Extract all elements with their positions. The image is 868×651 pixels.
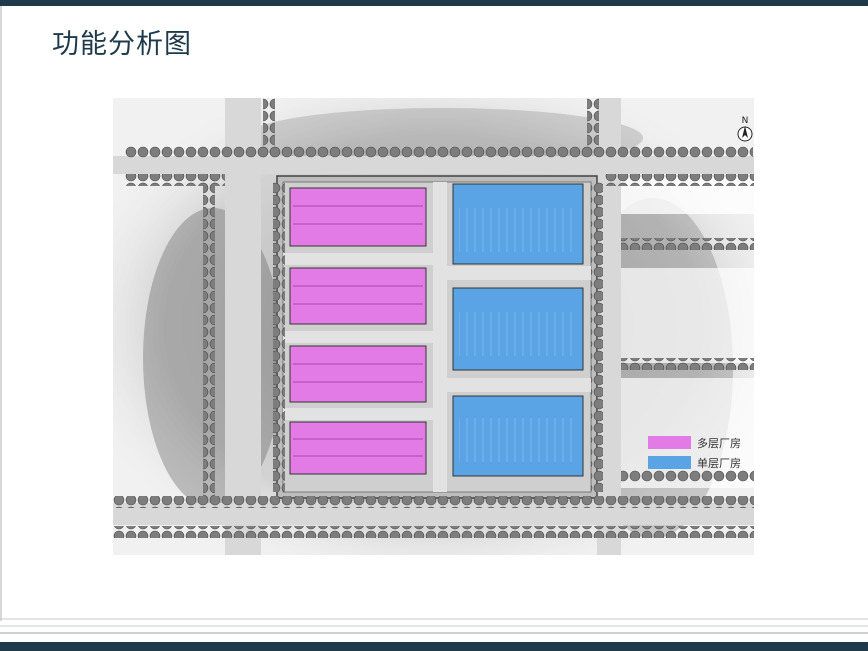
north-label: N [742, 116, 749, 126]
multi-floor-building-2 [289, 267, 427, 325]
north-arrow-icon: N [737, 116, 753, 142]
single-floor-building-2 [452, 287, 584, 371]
single-floor-building-1 [452, 183, 584, 265]
slide-left-border [0, 6, 2, 621]
legend-label-single-floor: 单层厂房 [697, 457, 741, 470]
single-floor-building-3 [452, 395, 584, 477]
top-header-bar [0, 0, 868, 6]
legend-swatch-single-floor [648, 456, 691, 469]
multi-floor-building-3 [289, 345, 427, 403]
site-plan-map [113, 98, 754, 555]
multi-floor-building-4 [289, 421, 427, 475]
legend-label-multi-floor: 多层厂房 [697, 437, 741, 450]
page-title: 功能分析图 [52, 29, 192, 60]
multi-floor-building-1 [289, 187, 427, 247]
legend-swatch-multi-floor [648, 436, 691, 449]
footer-decoration [0, 618, 868, 651]
